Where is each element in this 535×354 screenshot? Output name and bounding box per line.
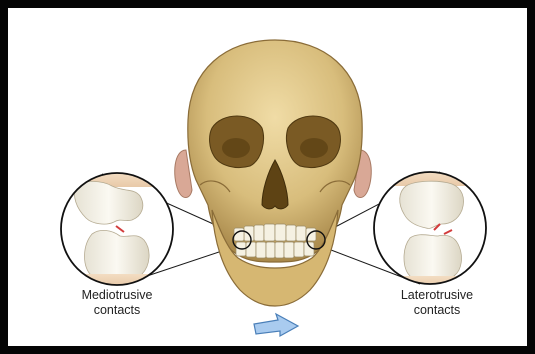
mediotrusive-label-line1: Mediotrusive [62, 288, 172, 303]
skull [175, 40, 372, 306]
mediotrusive-magnifier [61, 173, 173, 286]
lower-tooth [404, 235, 461, 282]
arrow-right-icon [254, 314, 298, 336]
laterotrusive-label-line1: Laterotrusive [382, 288, 492, 303]
mediotrusive-label-line2: contacts [62, 303, 172, 318]
laterotrusive-label-line2: contacts [382, 303, 492, 318]
laterotrusive-contacts-label: Laterotrusive contacts [382, 288, 492, 318]
lower-tooth [85, 230, 150, 280]
laterotrusive-magnifier [374, 172, 486, 288]
mediotrusive-contacts-label: Mediotrusive contacts [62, 288, 172, 318]
